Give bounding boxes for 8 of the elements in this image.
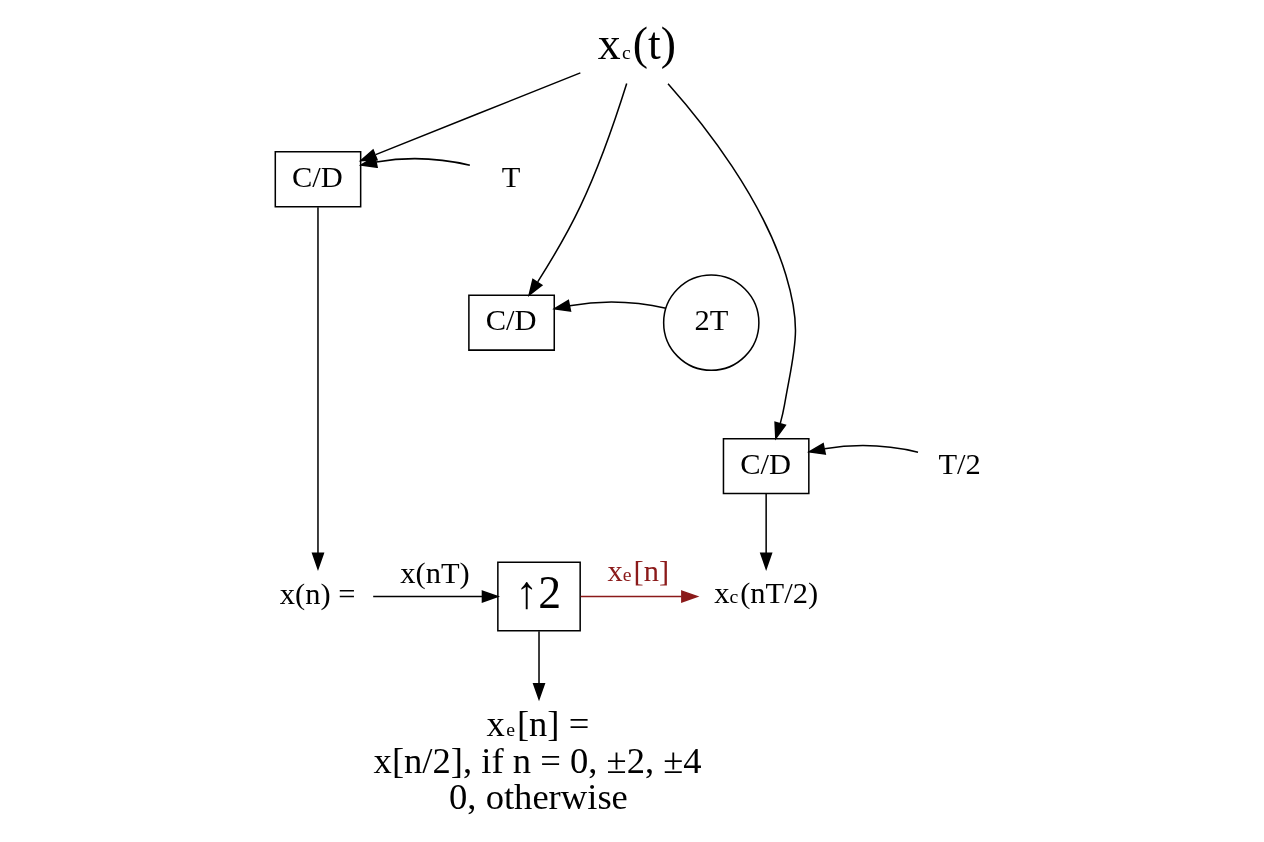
node-text: xe[n] = x[n/2], if n = 0, ±2, ±4 0, otherwise (373, 703, 702, 818)
node-text: xc(nT/2) (714, 575, 819, 610)
node-text: T/2 (938, 446, 981, 481)
node-text: xc(t) (597, 17, 676, 69)
edge-label: x(nT) (400, 555, 470, 590)
node-text: x(n) = (279, 577, 356, 612)
node-text: T (501, 159, 521, 194)
edge-label: xe[n] (607, 554, 670, 589)
